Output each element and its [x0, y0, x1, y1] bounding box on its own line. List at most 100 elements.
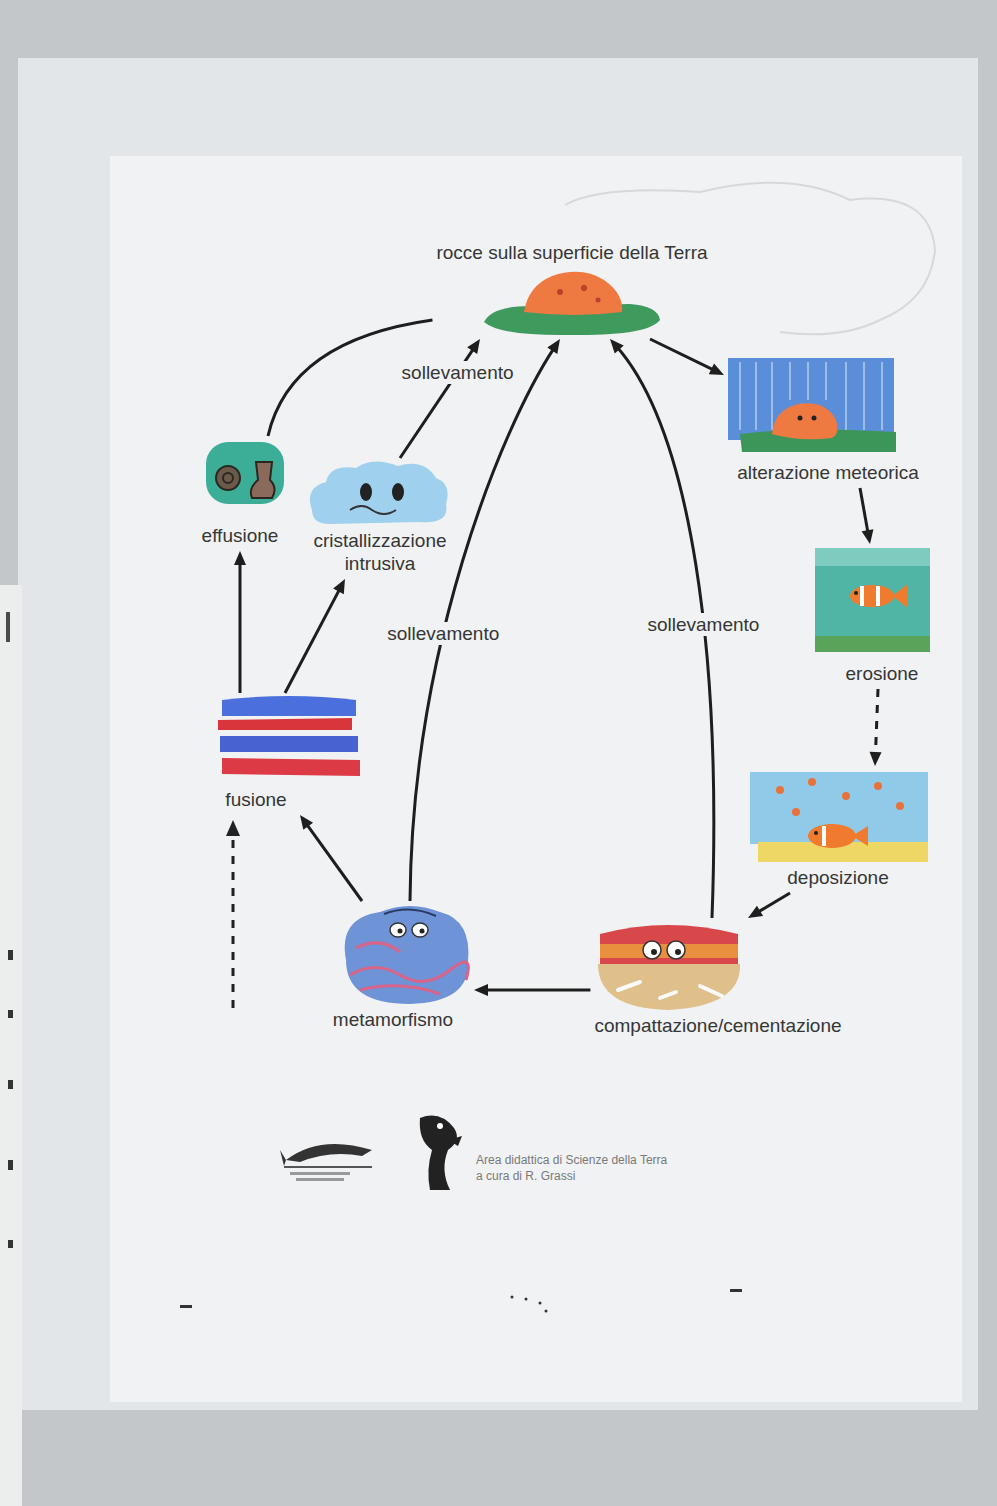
cycle-arrow-line	[484, 989, 590, 992]
surface-rock-picture	[596, 298, 601, 303]
stage-label: cristallizzazione intrusiva	[300, 529, 460, 575]
stage-label: alterazione meteorica	[737, 461, 919, 484]
arrow-head	[234, 551, 246, 565]
volcanic-effusion-picture	[216, 466, 240, 490]
cycle-arrow	[300, 815, 362, 901]
metamorphic-rock-picture	[398, 929, 403, 934]
paper-background	[18, 58, 978, 1410]
cycle-arrow	[285, 579, 345, 693]
stray-marks	[539, 1302, 542, 1305]
paper-background	[8, 1010, 13, 1018]
stage-label: fusione	[225, 788, 286, 811]
arrow-head	[610, 339, 624, 353]
museum-logo	[284, 1166, 372, 1168]
metamorphic-rock-picture	[345, 906, 469, 1004]
dashed-input-arrow	[232, 834, 235, 1008]
weathering-picture	[728, 358, 896, 452]
arrow-head	[748, 906, 763, 918]
erosion-picture	[815, 548, 930, 652]
sedimentary-rock-picture	[643, 941, 661, 959]
cycle-arrow-line	[285, 588, 340, 693]
deposition-picture	[874, 782, 882, 790]
stray-marks	[180, 1305, 192, 1308]
metamorphic-rock-picture	[350, 962, 468, 981]
intrusive-crystallization-picture	[392, 483, 404, 501]
edge-label: sollevamento	[399, 361, 517, 384]
cycle-arrow-line	[757, 893, 790, 913]
weathering-picture	[812, 416, 817, 421]
metamorphic-rock-picture	[420, 929, 425, 934]
stage-label: effusione	[202, 524, 279, 547]
edge-label: sollevamento	[384, 622, 502, 645]
credit-text: Area didattica di Scienze della Terra	[476, 1153, 667, 1168]
shark-logo	[448, 1136, 462, 1146]
stray-marks	[545, 1310, 548, 1313]
metamorphic-rock-picture	[384, 909, 436, 916]
stray-marks	[525, 1298, 528, 1301]
rock-cycle-stage: cristallizzazione intrusiva	[296, 458, 464, 579]
metamorphic-rock-picture	[356, 943, 400, 952]
deposition-picture	[792, 808, 800, 816]
stray-marks	[511, 1296, 514, 1299]
intrusive-crystallization-picture	[360, 483, 372, 501]
intrusive-crystallization-picture	[310, 461, 448, 524]
erosion-picture	[815, 636, 930, 652]
weathering-picture	[728, 358, 894, 440]
cycle-arrow-line	[650, 339, 715, 371]
cycle-arrow	[400, 339, 480, 458]
paper-background	[8, 1240, 13, 1248]
stage-label: compattazione/cementazione	[594, 1014, 841, 1037]
cycle-arrow	[860, 488, 873, 544]
erosion-picture	[854, 591, 858, 595]
volcanic-effusion-picture	[206, 442, 284, 504]
cycle-arrow	[748, 893, 790, 918]
paper-background	[8, 950, 13, 960]
rock-cycle-stage: rocce sulla superficie della Terra	[432, 237, 711, 339]
museum-logo	[286, 1144, 372, 1162]
paper-background	[110, 156, 962, 1402]
stray-marks	[180, 1289, 742, 1313]
museum-logo	[290, 1172, 350, 1175]
arrow-head	[467, 339, 480, 354]
sedimentary-rock-picture	[675, 949, 681, 955]
paper-background	[6, 612, 10, 642]
magma-layers-picture	[222, 696, 356, 716]
credit-text: a cura di R. Grassi	[476, 1169, 575, 1184]
magma-layers-picture	[218, 696, 360, 776]
weathering-picture	[772, 403, 837, 439]
deposition-picture	[808, 824, 856, 848]
cycle-arrow	[870, 689, 882, 766]
deposition-picture	[842, 792, 850, 800]
rock-cycle-stage: deposizione	[744, 766, 932, 893]
rock-cycle-stage: erosione	[811, 544, 934, 689]
surface-rock-picture	[557, 289, 563, 295]
cycle-arrow	[410, 339, 560, 901]
sedimentary-rock-picture	[600, 958, 738, 965]
arrow-head	[870, 752, 882, 766]
erosion-picture	[860, 586, 864, 606]
surface-rock-picture	[524, 272, 622, 315]
metamorphic-rock-picture	[345, 906, 469, 1004]
erosion-picture	[815, 548, 930, 566]
arrow-head	[300, 815, 313, 830]
deposition-picture	[814, 831, 818, 835]
volcanic-effusion-picture	[223, 473, 233, 483]
rock-cycle-stage: alterazione meteorica	[724, 354, 923, 488]
volcanic-effusion-picture	[206, 442, 284, 504]
sedimentary-rock-picture	[598, 925, 740, 1010]
erosion-picture	[850, 585, 894, 607]
stage-label: erosione	[846, 662, 919, 685]
sedimentary-rock-picture	[618, 982, 722, 998]
weathering-picture	[798, 416, 803, 421]
deposition-picture	[776, 786, 784, 794]
metamorphic-rock-picture	[412, 923, 428, 937]
dashed-input-arrow	[226, 820, 240, 1008]
erosion-picture	[876, 586, 880, 606]
museum-logo	[280, 1144, 372, 1181]
volcanic-effusion-picture	[251, 462, 275, 498]
stray-marks	[730, 1289, 742, 1292]
